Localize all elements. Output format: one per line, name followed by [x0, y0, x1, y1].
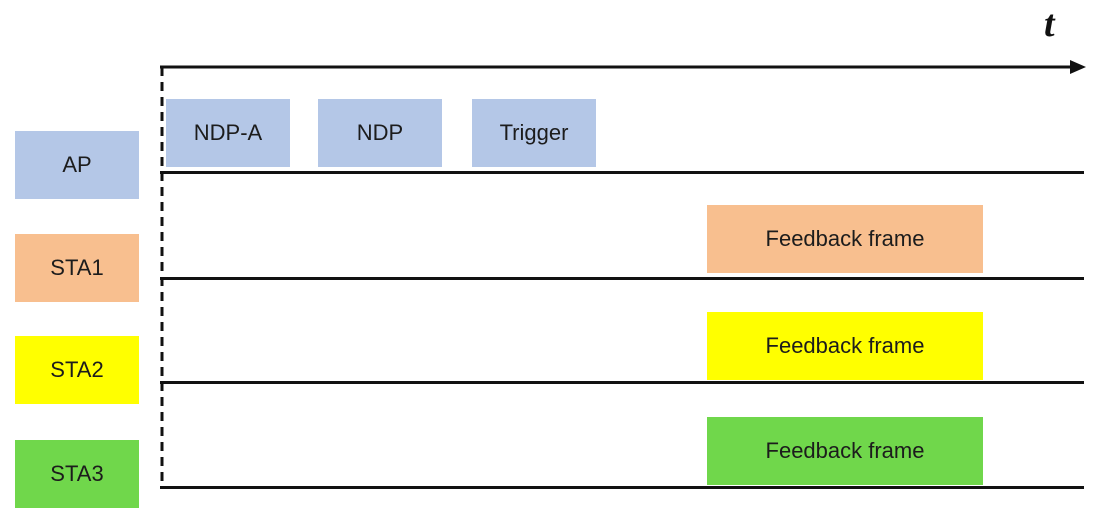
feedback-frame-sta3: Feedback frame: [707, 417, 983, 485]
station-label-sta2: STA2: [15, 336, 139, 404]
frame-ndp-a: NDP-A: [166, 99, 290, 167]
sta2-lane-line: [160, 381, 1084, 384]
frame-trigger: Trigger: [472, 99, 596, 167]
feedback-frame-sta2: Feedback frame: [707, 312, 983, 380]
sta1-lane-line: [160, 277, 1084, 280]
station-label-ap: AP: [15, 131, 139, 199]
ap-lane-line: [160, 171, 1084, 174]
station-label-sta1: STA1: [15, 234, 139, 302]
frame-ndp: NDP: [318, 99, 442, 167]
feedback-frame-sta1: Feedback frame: [707, 205, 983, 273]
station-label-sta3: STA3: [15, 440, 139, 508]
sta3-lane-line: [160, 486, 1084, 489]
time-axis-arrowhead: [1070, 60, 1086, 74]
time-axis-label: t: [1044, 3, 1055, 45]
